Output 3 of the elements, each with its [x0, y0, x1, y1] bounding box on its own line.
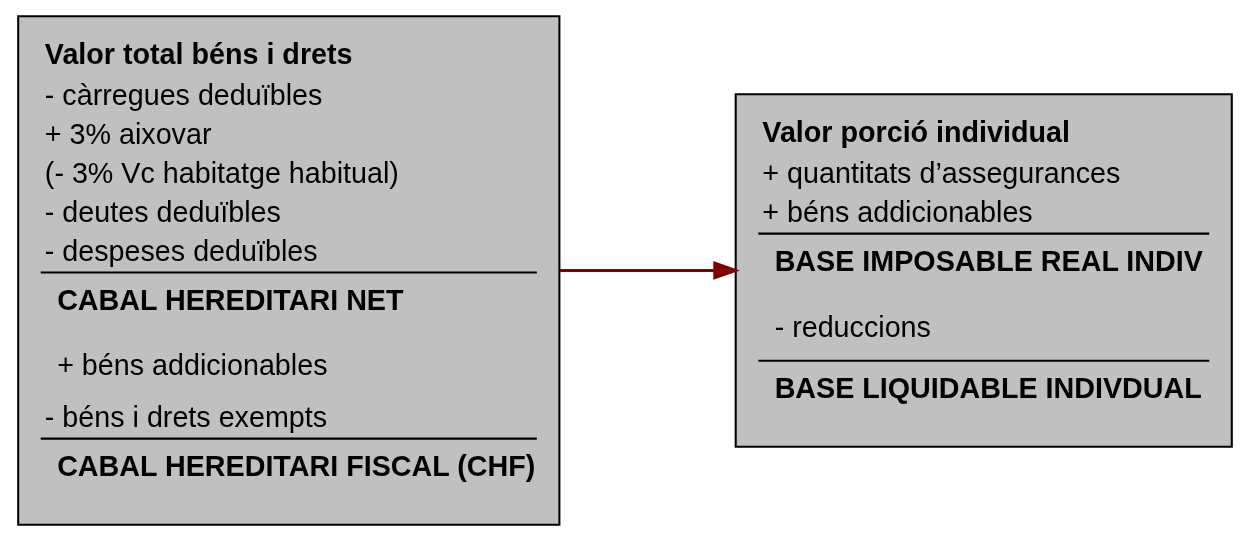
arrow — [559, 261, 740, 280]
node-box: Valor total béns i drets - càrregues deduïbles + 3% aixovar (- 3% Vc habitatge habitual) - deutes deduïbles - despeses deduïbles CABAL HEREDITARI NET + béns addicionables - béns i drets exempts CABAL HEREDITARI FISCAL (CHF) — [16, 15, 560, 526]
node-box: Valor porció individual + quantitats d’assegurances + béns addicionables BASE IMPOSABLE REAL INDIV - reduccions BASE LIQUIDABLE INDIVDUAL — [734, 93, 1233, 448]
